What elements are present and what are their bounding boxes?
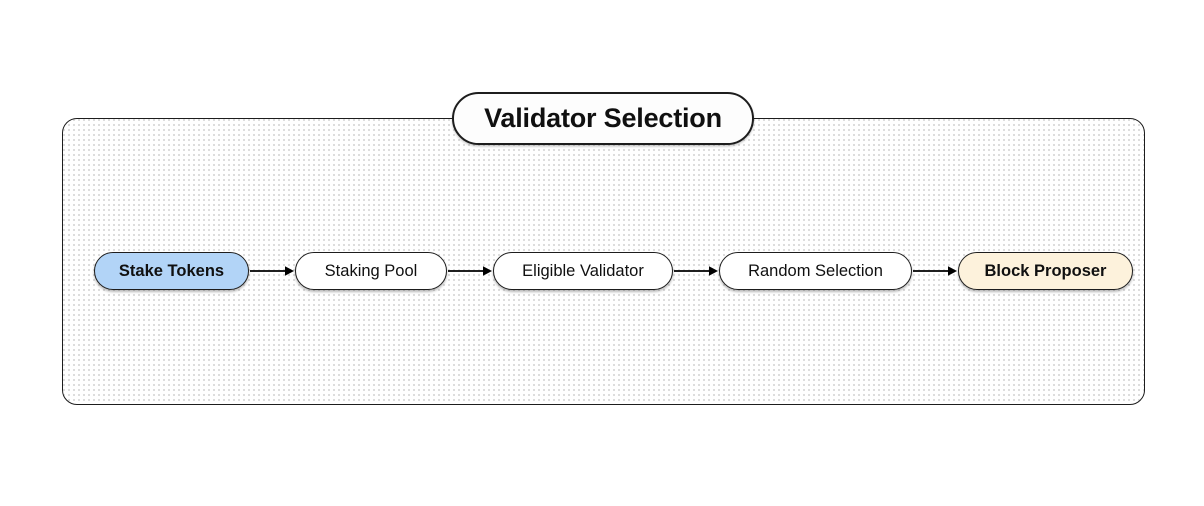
- node-label: Block Proposer: [984, 261, 1107, 280]
- arrow-right-icon: [673, 264, 719, 278]
- node-stake-tokens[interactable]: Stake Tokens: [94, 252, 249, 290]
- arrow-right-icon: [447, 264, 493, 278]
- node-eligible-validator[interactable]: Eligible Validator: [493, 252, 673, 290]
- node-label: Stake Tokens: [118, 261, 225, 280]
- node-label: Random Selection: [748, 261, 883, 280]
- arrow-right-icon: [249, 264, 295, 278]
- node-staking-pool[interactable]: Staking Pool: [295, 252, 447, 290]
- node-block-proposer[interactable]: Block Proposer: [958, 252, 1133, 290]
- node-random-selection[interactable]: Random Selection: [719, 252, 912, 290]
- subgraph-title: Validator Selection: [452, 92, 754, 145]
- node-label: Staking Pool: [324, 261, 418, 280]
- node-label: Eligible Validator: [522, 261, 644, 280]
- arrow-right-icon: [912, 264, 958, 278]
- page-title: Validator Selection: [484, 103, 722, 133]
- flow-row: Stake Tokens Staking Pool Eligible Valid…: [94, 251, 1133, 291]
